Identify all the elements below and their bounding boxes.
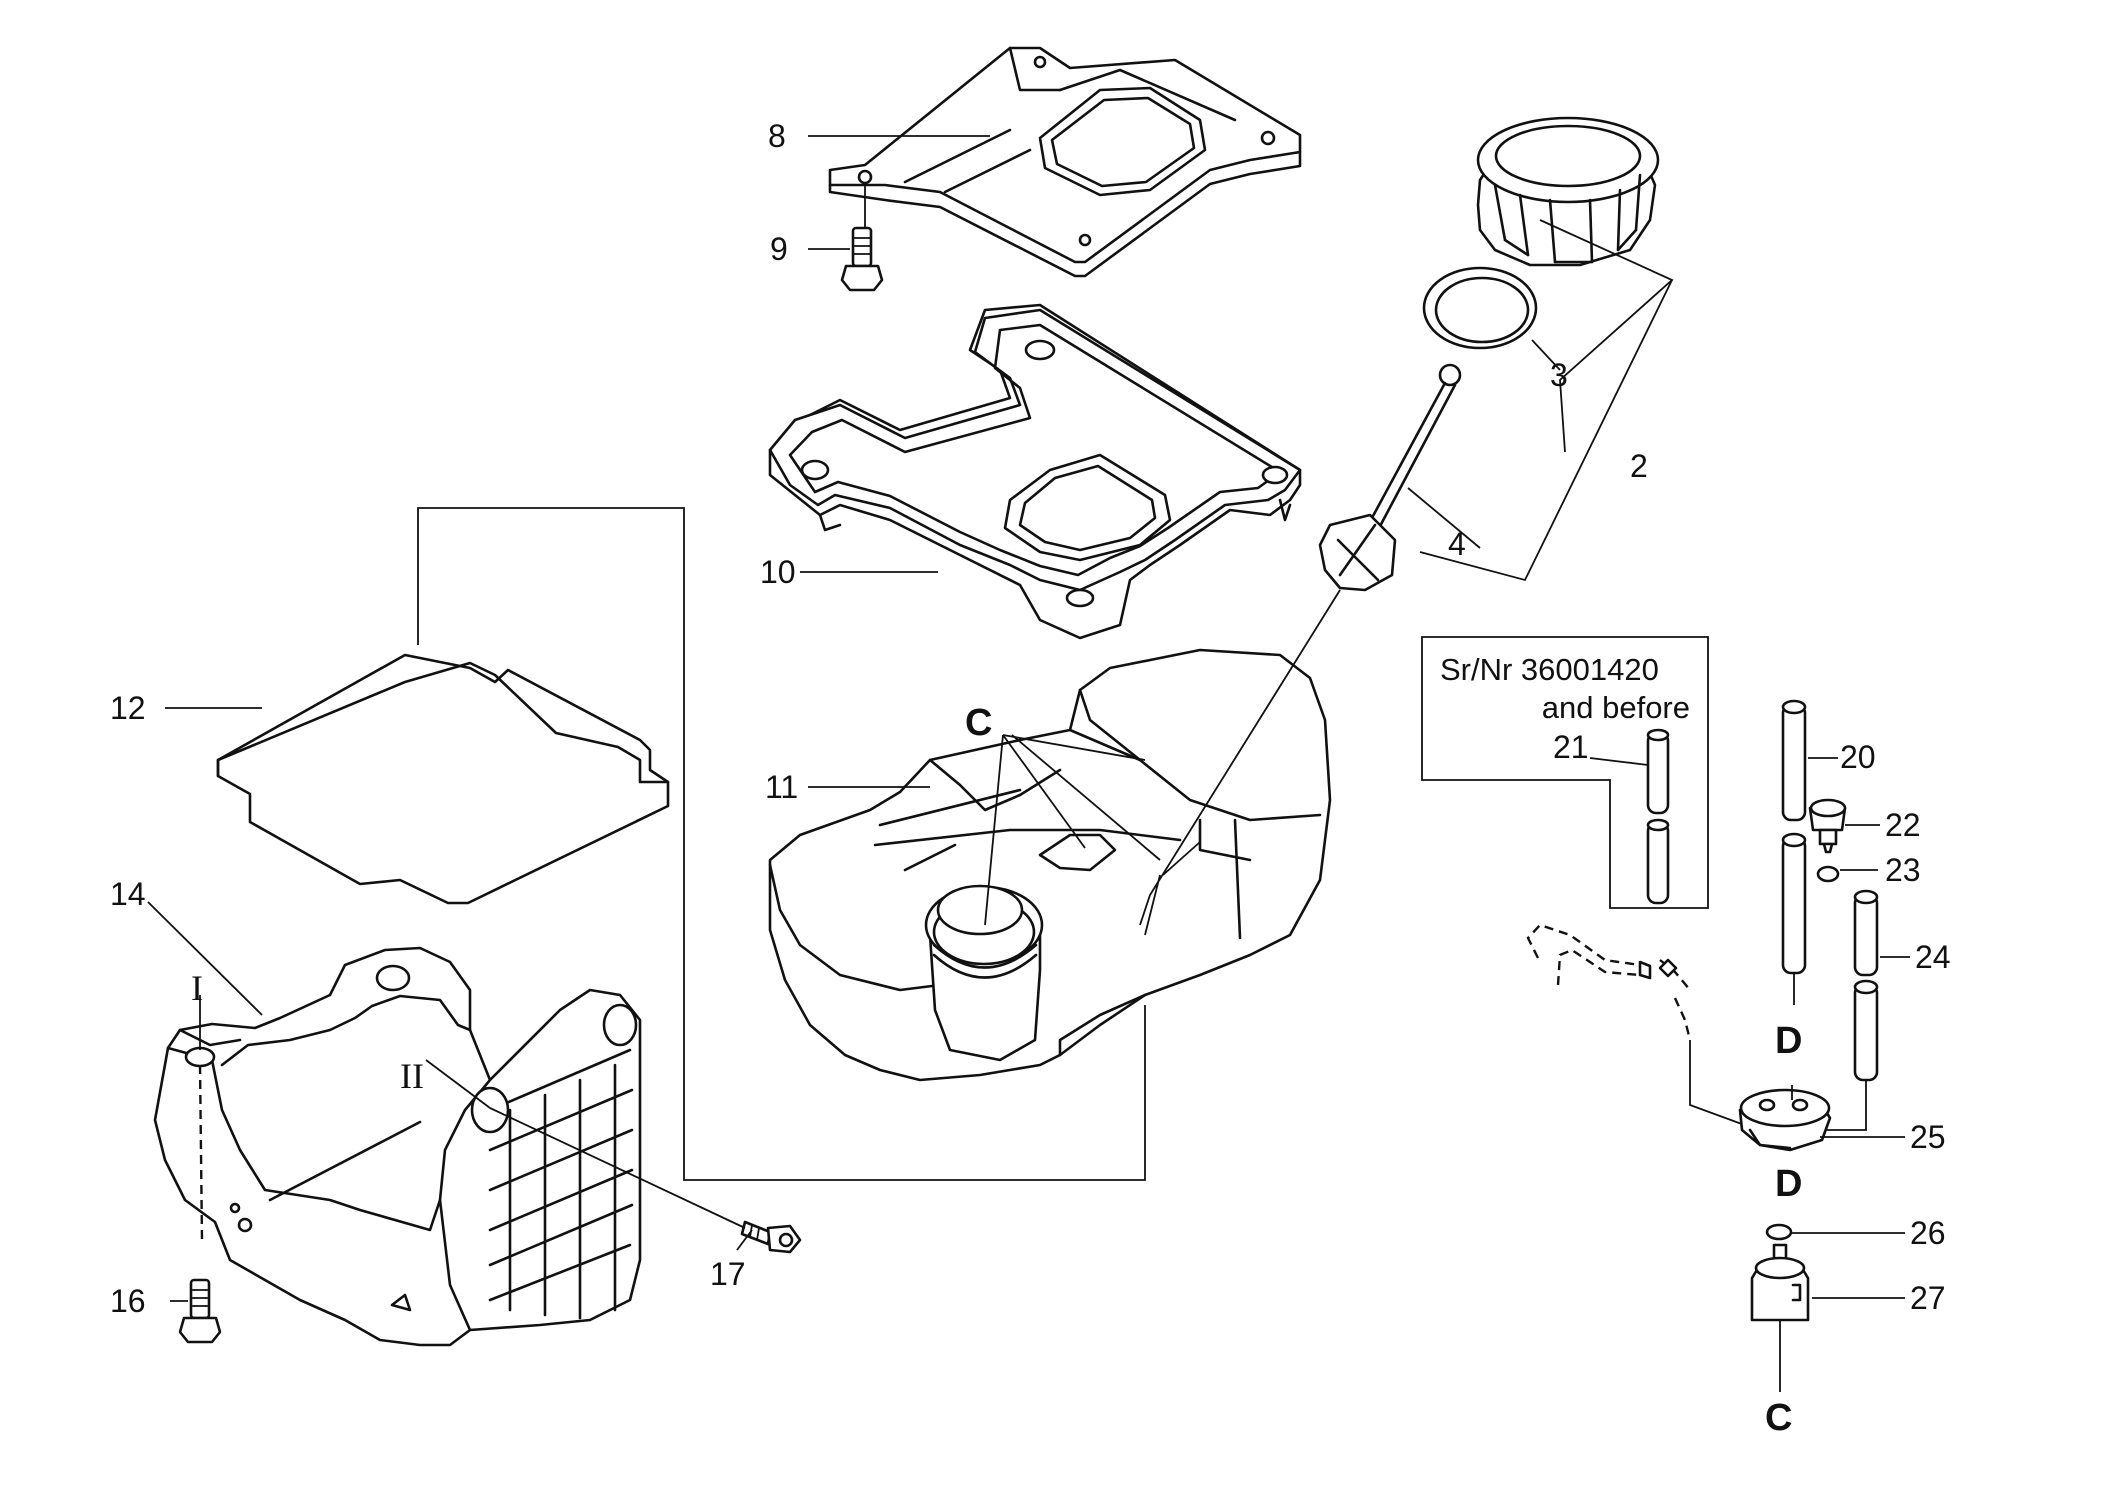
ref-roman-1: I: [191, 968, 203, 1008]
part-12-filter: [216, 653, 670, 905]
label-part-22: 22: [1885, 807, 1921, 843]
label-part-24: 24: [1915, 939, 1951, 975]
part-10-cover: [768, 303, 1302, 640]
part-25-grommet: [1738, 1088, 1832, 1152]
label-part-20: 20: [1840, 739, 1876, 775]
part-2-fuel-cap: [1476, 116, 1660, 267]
part-22-valve: [1808, 798, 1847, 854]
serial-note-line-1: Sr/Nr 36001420: [1440, 652, 1659, 687]
label-part-21: 21: [1553, 729, 1589, 765]
part-14-tank-holder: [153, 946, 642, 1347]
label-part-12: 12: [110, 690, 146, 726]
part-20-hose: [1781, 699, 1807, 1005]
label-part-23: 23: [1885, 852, 1921, 888]
label-part-2: 2: [1630, 448, 1648, 484]
part-17-screw: [740, 1220, 802, 1254]
part-4-fuel-pickup: [1139, 363, 1462, 936]
part-21-hose: [1646, 728, 1670, 905]
label-part-27: 27: [1910, 1280, 1946, 1316]
label-part-16: 16: [110, 1283, 146, 1319]
ref-d-bottom: D: [1775, 1163, 1802, 1205]
part-8-mounting-plate: [828, 46, 1302, 278]
label-part-17: 17: [710, 1256, 746, 1292]
label-part-10: 10: [760, 554, 796, 590]
leader-lines: [147, 135, 1910, 1302]
serial-note-line-2: and before: [1542, 690, 1690, 725]
label-part-26: 26: [1910, 1215, 1946, 1251]
hose-routing-dashed: [1526, 923, 1761, 1132]
ref-c-top: C: [965, 702, 992, 744]
label-part-3: 3: [1550, 357, 1568, 393]
part-27-fuel-filter: [1750, 1243, 1810, 1392]
label-part-8: 8: [768, 118, 786, 154]
part-23-o-ring: [1816, 865, 1840, 883]
ref-d-top: D: [1775, 1020, 1802, 1062]
part-24-hose: [1820, 889, 1879, 1131]
part-16-bolt: [178, 1278, 222, 1344]
part-labels: 2 3 4 8 9 10 11 12 14 16 17 20 21 22 23 …: [110, 118, 1951, 1319]
part-11-fuel-tank: [768, 648, 1332, 1082]
ref-c-bottom: C: [1765, 1397, 1792, 1439]
connection-bracket: [417, 507, 1146, 1181]
part-26-o-ring: [1765, 1223, 1793, 1241]
label-part-25: 25: [1910, 1119, 1946, 1155]
reference-letters: C C D D I II: [191, 702, 1802, 1439]
part-3-seal-ring: [1422, 266, 1538, 350]
ref-roman-2: II: [400, 1056, 424, 1096]
part-9-bolt: [840, 226, 884, 292]
label-part-9: 9: [770, 231, 788, 267]
serial-note-box: [1421, 636, 1709, 909]
label-part-14: 14: [110, 876, 146, 912]
label-part-11: 11: [765, 769, 798, 805]
label-part-4: 4: [1448, 526, 1466, 562]
